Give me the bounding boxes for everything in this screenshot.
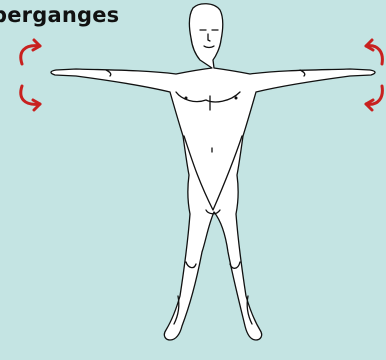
rotation-arrows-left-icon [21, 40, 40, 110]
human-figure [51, 4, 375, 340]
